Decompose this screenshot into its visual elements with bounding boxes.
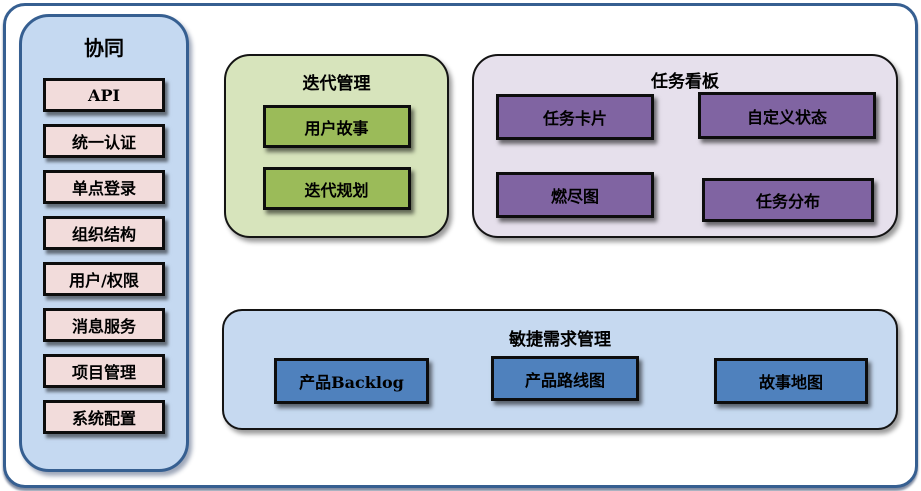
collaboration-panel: 协同 API 统一认证 单点登录 组织结构 用户/权限 消息服务 项目管理 系统… xyxy=(19,14,189,472)
task-kanban-title: 任务看板 xyxy=(651,72,719,92)
iteration-item-list: 用户故事 迭代规划 xyxy=(226,105,447,210)
collaboration-item-list: API 统一认证 单点登录 组织结构 用户/权限 消息服务 项目管理 系统配置 xyxy=(22,78,186,434)
sidebar-item-project-management: 项目管理 xyxy=(43,354,165,388)
item-burndown-chart: 燃尽图 xyxy=(496,172,654,218)
item-product-roadmap: 产品路线图 xyxy=(491,356,639,401)
sidebar-item-user-permissions: 用户/权限 xyxy=(43,262,165,296)
sidebar-item-api: API xyxy=(43,78,165,112)
iteration-management-title: 迭代管理 xyxy=(302,74,371,94)
item-iteration-planning: 迭代规划 xyxy=(262,167,411,210)
item-user-story: 用户故事 xyxy=(262,105,411,148)
sidebar-item-org-structure: 组织结构 xyxy=(43,216,165,250)
collaboration-panel-title: 协同 xyxy=(84,36,124,60)
item-custom-status: 自定义状态 xyxy=(698,92,876,139)
iteration-management-panel: 迭代管理 用户故事 迭代规划 xyxy=(224,54,449,238)
sidebar-item-unified-auth: 统一认证 xyxy=(43,124,165,158)
sidebar-item-sso: 单点登录 xyxy=(43,170,165,204)
item-task-card: 任务卡片 xyxy=(496,94,654,140)
sidebar-item-system-config: 系统配置 xyxy=(43,400,165,434)
agile-requirement-title: 敏捷需求管理 xyxy=(509,330,611,350)
item-story-map: 故事地图 xyxy=(714,358,868,404)
item-product-backlog: 产品Backlog xyxy=(274,358,429,404)
sidebar-item-message-service: 消息服务 xyxy=(43,308,165,342)
item-task-distribution: 任务分布 xyxy=(702,178,874,222)
agile-requirement-panel: 敏捷需求管理 产品Backlog 产品路线图 故事地图 xyxy=(222,309,898,430)
outer-frame: 协同 API 统一认证 单点登录 组织结构 用户/权限 消息服务 项目管理 系统… xyxy=(3,3,918,488)
task-kanban-panel: 任务看板 任务卡片 自定义状态 燃尽图 任务分布 xyxy=(472,54,898,238)
